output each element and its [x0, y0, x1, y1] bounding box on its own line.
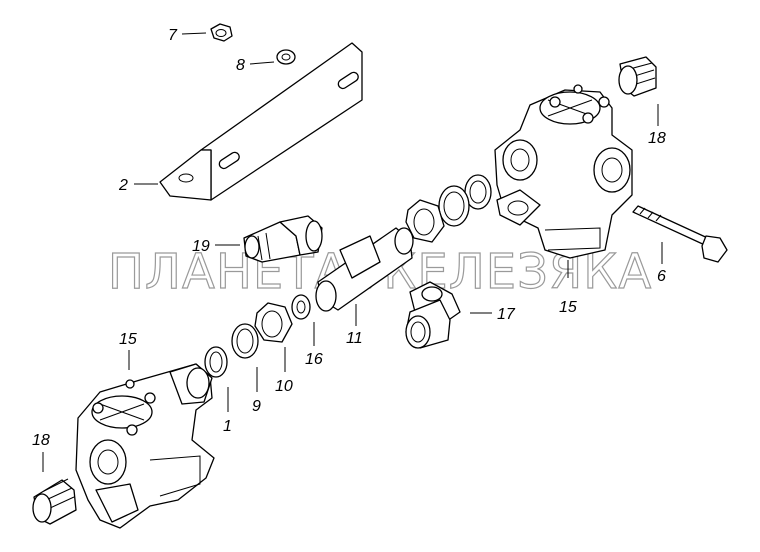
- part-9-left-ring: [231, 323, 259, 359]
- callout-10: 10: [275, 378, 293, 395]
- callout-2: 2: [118, 177, 128, 194]
- part-1-left-ring: [204, 346, 228, 378]
- callout-18-left: 18: [32, 432, 50, 449]
- part-2-bracket: [159, 42, 363, 201]
- callout-8: 8: [236, 57, 245, 74]
- part-10-left-nut: [254, 302, 293, 343]
- part-10-right-nut: [405, 199, 445, 243]
- callout-6: 6: [657, 268, 666, 285]
- callout-19: 19: [192, 238, 210, 255]
- callout-16: 16: [305, 351, 323, 368]
- part-11-union: [315, 227, 414, 312]
- part-7-nut: [210, 23, 233, 42]
- part-19-elbow: [243, 215, 323, 263]
- part-8-washer: [276, 49, 296, 65]
- part-16-washer: [291, 294, 311, 320]
- callout-18-top: 18: [648, 130, 666, 147]
- callout-15-right: 15: [559, 299, 577, 316]
- part-9-right-ring: [438, 185, 470, 227]
- part-15-right-valve: [494, 84, 633, 259]
- part-18-top-fitting: [618, 56, 657, 97]
- leader-lines: [42, 32, 663, 472]
- callout-11: 11: [346, 330, 363, 347]
- part-15-left-valve: [75, 363, 215, 529]
- callout-9: 9: [252, 398, 261, 415]
- part-18-left-fitting: [32, 478, 77, 525]
- callout-labels: 7 8 2 18 19 6 15 17 11 16 10 9 1 15 18: [32, 27, 666, 449]
- part-17-swivel: [405, 281, 461, 349]
- callout-17: 17: [497, 306, 516, 323]
- callout-1: 1: [223, 418, 232, 435]
- callout-7: 7: [168, 27, 178, 44]
- part-6-bolt: [632, 205, 728, 263]
- callout-15-left: 15: [119, 331, 137, 348]
